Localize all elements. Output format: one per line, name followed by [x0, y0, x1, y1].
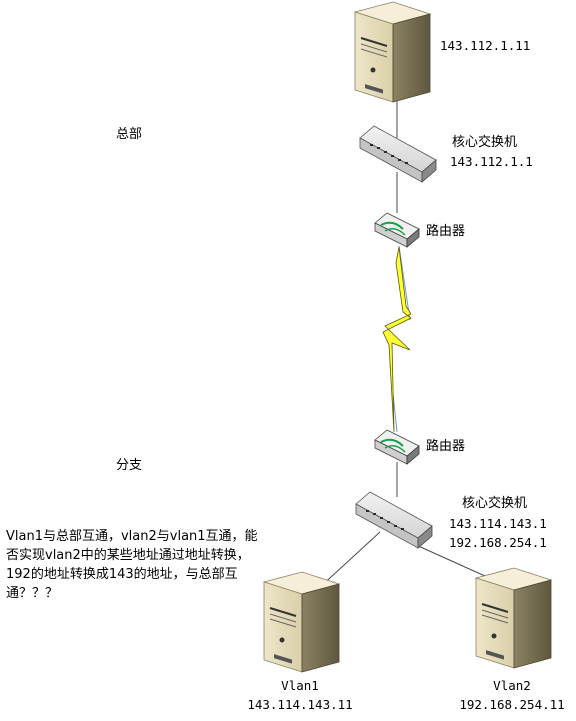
hq-switch-ip: 143.112.1.1: [450, 154, 533, 169]
vlan1-server-icon: [262, 571, 341, 673]
branch-router-name: 路由器: [426, 439, 466, 454]
branch-router-icon: [374, 429, 420, 465]
hq-section-label: 总部: [116, 127, 143, 142]
hq-server-ip: 143.112.1.11: [440, 38, 531, 53]
branch-switch-name: 核心交换机: [462, 496, 528, 511]
link-router-wan-top: [398, 245, 411, 321]
vlan2-name: Vlan2: [493, 678, 531, 693]
vlan1-name: Vlan1: [281, 678, 319, 693]
wan-lightning-icon: [382, 246, 412, 433]
hq-core-switch-icon: [359, 125, 437, 183]
vlan2-server-icon: [474, 567, 553, 669]
hq-router-icon: [374, 212, 420, 248]
branch-switch-ip-1: 143.114.143.1: [449, 516, 547, 531]
vlan1-ip: 143.114.143.11: [247, 697, 353, 712]
branch-switch-ip-2: 192.168.254.1: [449, 535, 547, 550]
question-note: Vlan1与总部互通，vlan2与vlan1互通，能否实现vlan2中的某些地址…: [6, 529, 258, 601]
hq-server-icon: [353, 1, 432, 103]
vlan2-ip: 192.168.254.11: [459, 697, 565, 712]
hq-router-name: 路由器: [426, 224, 466, 239]
branch-section-label: 分支: [116, 458, 143, 473]
branch-core-switch-icon: [355, 491, 433, 549]
hq-switch-name: 核心交换机: [452, 135, 518, 150]
